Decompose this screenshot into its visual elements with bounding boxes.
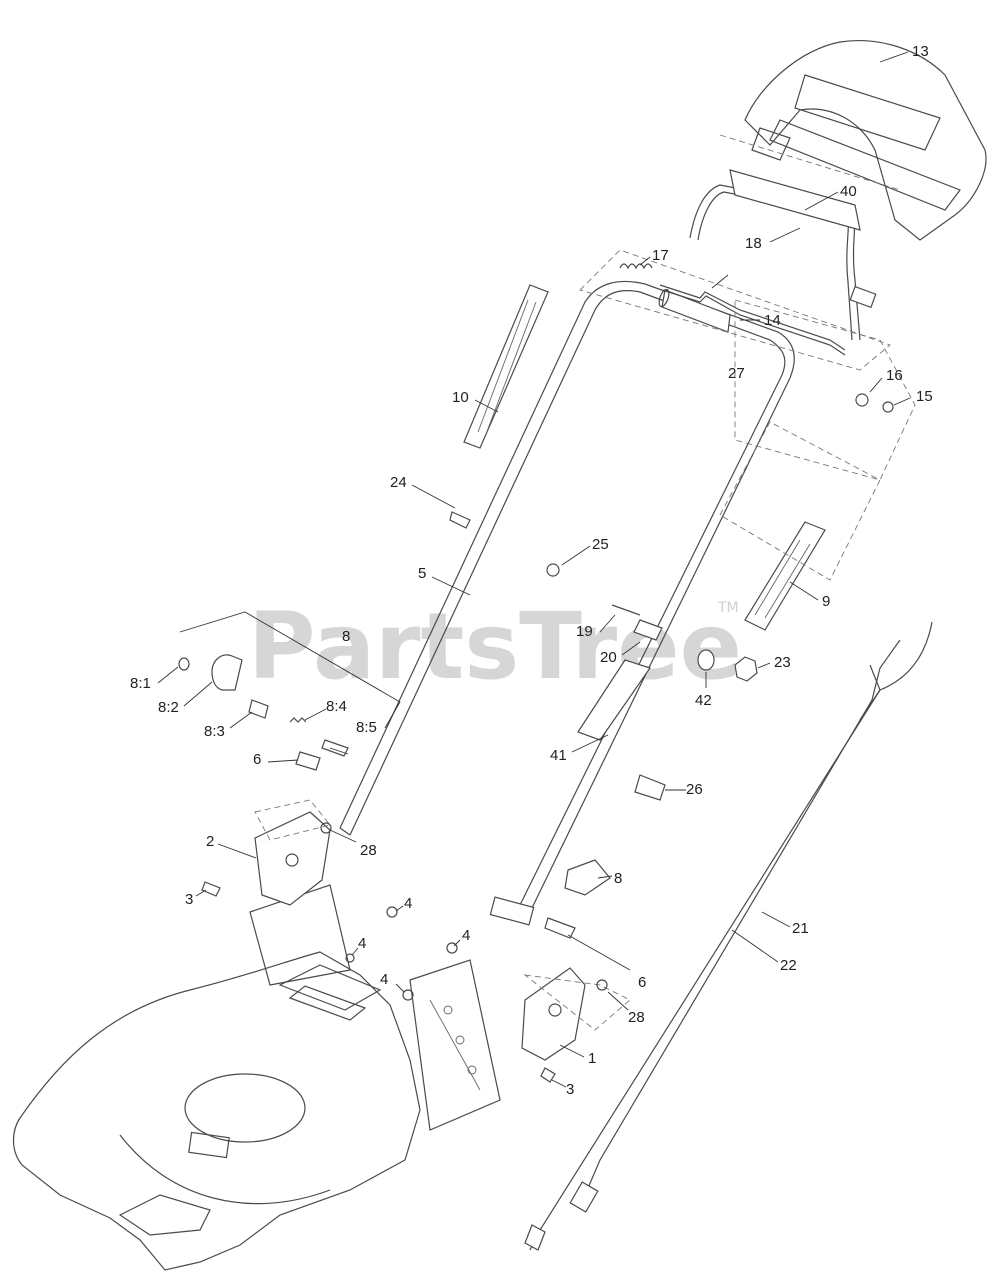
callout-10: 10: [452, 389, 469, 406]
callout-4-d: 4: [380, 971, 388, 988]
callout-8-3: 8:3: [204, 723, 225, 740]
foam-grip-27: [658, 288, 731, 333]
callout-4-a: 4: [404, 895, 412, 912]
callout-13: 13: [912, 43, 929, 60]
callout-6-left: 6: [253, 751, 261, 768]
callout-42: 42: [695, 692, 712, 709]
callout-22: 22: [780, 957, 797, 974]
spring-17: [619, 263, 653, 270]
callout-20: 20: [600, 649, 617, 666]
mower-deck: [12, 884, 501, 1271]
cable-guide-9: [719, 421, 881, 631]
callout-15: 15: [916, 388, 933, 405]
callout-8-1: 8:1: [130, 675, 151, 692]
pivot-16-15: [734, 285, 916, 481]
callout-9: 9: [822, 593, 830, 610]
watermark-tm: TM: [717, 600, 739, 616]
callout-27: 27: [728, 365, 745, 382]
callout-16: 16: [886, 367, 903, 384]
callout-26: 26: [686, 781, 703, 798]
watermark: PartsTree TM: [248, 593, 742, 700]
callout-17: 17: [652, 247, 669, 264]
leader-lines: [157, 51, 911, 1088]
callout-8-5: 8:5: [356, 719, 377, 736]
cables-21-22: [524, 621, 933, 1251]
control-rod-14: [659, 284, 846, 356]
callout-28-right: 28: [628, 1009, 645, 1026]
callout-6-right: 6: [638, 974, 646, 991]
callout-4-c: 4: [462, 927, 470, 944]
watermark-text: PartsTree: [248, 593, 742, 700]
callout-5: 5: [418, 565, 426, 582]
callout-28-left: 28: [360, 842, 377, 859]
callout-21: 21: [792, 920, 809, 937]
callout-8-knob: 8: [614, 870, 622, 887]
callout-2: 2: [206, 833, 214, 850]
callout-1: 1: [588, 1050, 596, 1067]
callout-24: 24: [390, 474, 407, 491]
callout-14: 14: [764, 312, 781, 329]
callout-25: 25: [592, 536, 609, 553]
bail-bar-18: [579, 169, 891, 371]
callout-19: 19: [576, 623, 593, 640]
callout-8-kit: 8: [342, 628, 350, 645]
callout-23: 23: [774, 654, 791, 671]
callout-41: 41: [550, 747, 567, 764]
callout-18: 18: [745, 235, 762, 252]
callout-labels: 13 40 18 17 14 27 16 15 10 24 25 5 9 19 …: [130, 43, 933, 1098]
cable-guide-10: [463, 284, 549, 449]
callout-3-left: 3: [185, 891, 193, 908]
callout-8-2: 8:2: [158, 699, 179, 716]
handle-tube-5: [339, 280, 795, 926]
callout-4-b: 4: [358, 935, 366, 952]
hardware: [201, 511, 758, 1083]
callout-8-4: 8:4: [326, 698, 347, 715]
upper-handle-13: [719, 40, 987, 241]
left-bracket-2: [254, 799, 331, 906]
right-bracket-1: [521, 967, 631, 1061]
callout-40: 40: [840, 183, 857, 200]
callout-3-right: 3: [566, 1081, 574, 1098]
